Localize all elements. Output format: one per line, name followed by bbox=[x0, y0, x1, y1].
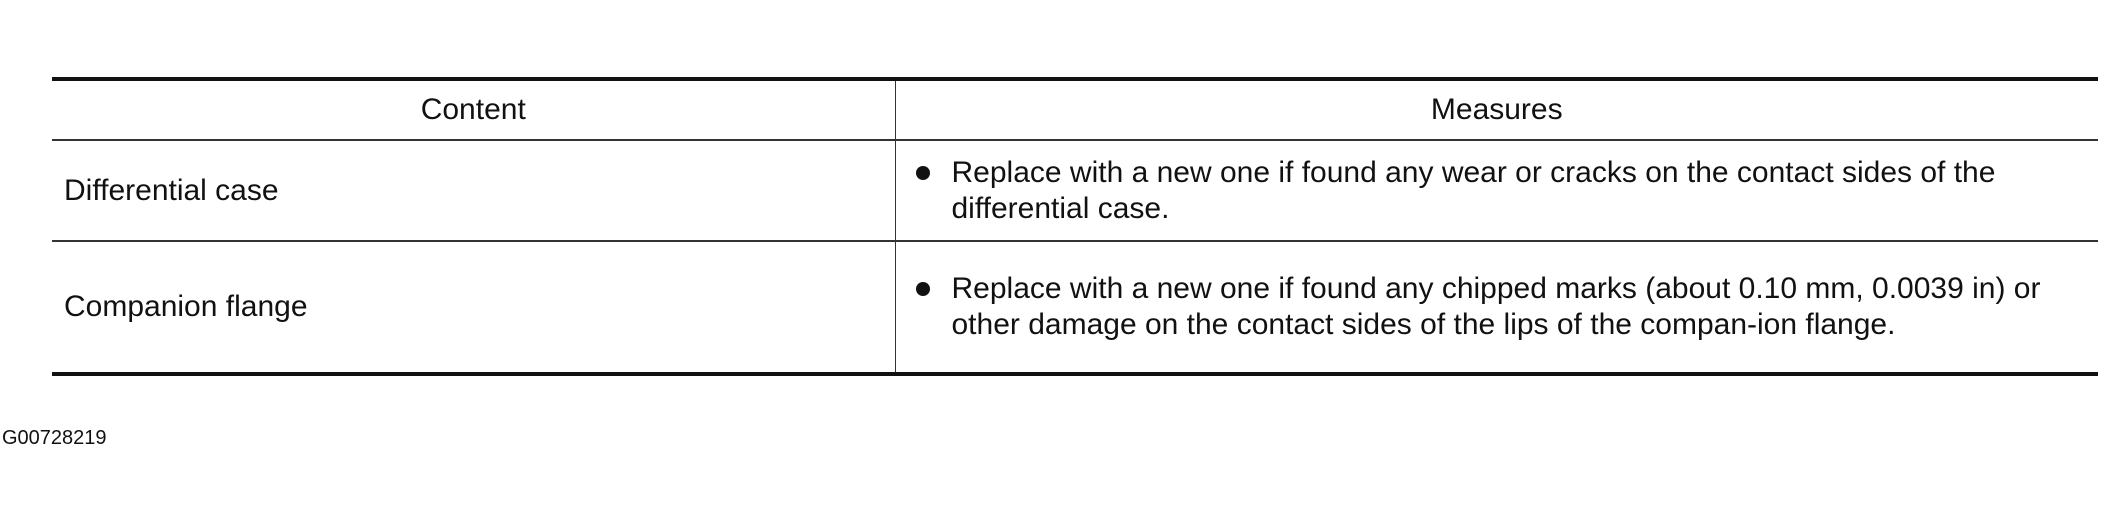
measure-text: Replace with a new one if found any wear… bbox=[951, 155, 1996, 225]
bullet-dot-icon bbox=[915, 282, 930, 296]
header-measures: Measures bbox=[894, 79, 2098, 140]
inspection-table: Content Measures Differential case Repla… bbox=[52, 77, 2098, 376]
figure-code: G00728219 bbox=[2, 427, 107, 449]
row-content-label: Differential case bbox=[64, 173, 279, 207]
measure-text: Replace with a new one if found any chip… bbox=[951, 272, 2041, 341]
row-content-label: Companion flange bbox=[64, 290, 308, 323]
table-header-row: Content Measures bbox=[52, 79, 2098, 140]
table-row: Companion flange Replace with a new one … bbox=[52, 241, 2098, 374]
row-measure-cell: Replace with a new one if found any wear… bbox=[894, 140, 2098, 241]
measure-bullet-item: Replace with a new one if found any chip… bbox=[915, 271, 2059, 343]
table-row: Differential case Replace with a new one… bbox=[52, 140, 2098, 241]
row-measure-cell: Replace with a new one if found any chip… bbox=[894, 241, 2098, 374]
bullet-dot-icon bbox=[915, 165, 930, 180]
measure-bullet-item: Replace with a new one if found any wear… bbox=[915, 155, 2059, 227]
header-content: Content bbox=[420, 93, 526, 126]
